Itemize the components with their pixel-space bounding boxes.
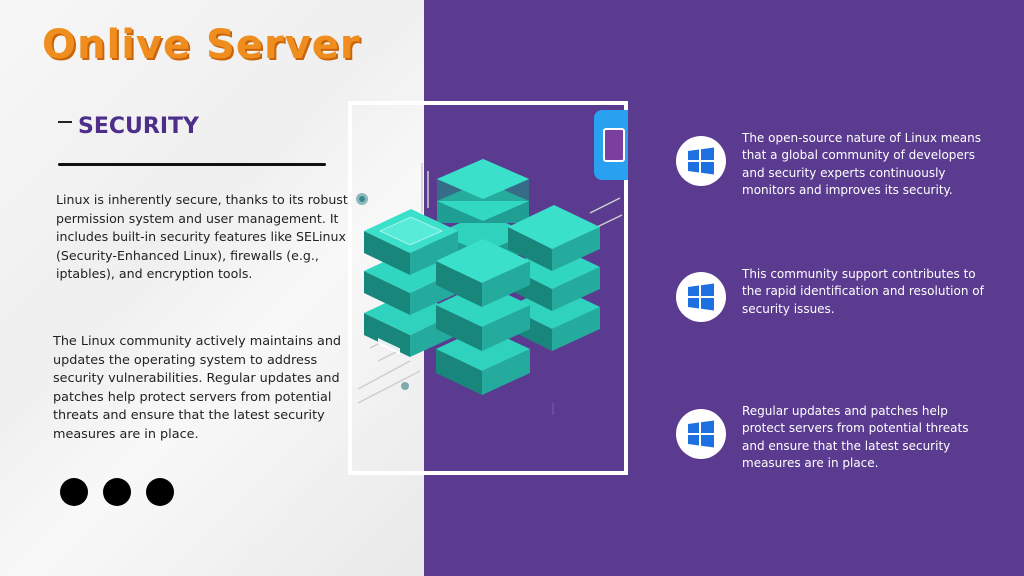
feature-item: This community support contributes to th…: [676, 266, 1006, 322]
feature-text: This community support contributes to th…: [742, 267, 984, 316]
dot-1: [60, 478, 88, 506]
feature-text: The open-source nature of Linux means th…: [742, 131, 982, 198]
server-stack-back: [437, 159, 529, 255]
server-stack-front: [436, 239, 530, 395]
feature-item: Regular updates and patches help protect…: [676, 403, 1006, 473]
server-stack-illustration: [356, 159, 623, 415]
dot-2: [103, 478, 131, 506]
server-stack-right: [508, 205, 600, 351]
section-title: SECURITY: [78, 114, 199, 139]
device-icon: [603, 128, 625, 162]
dot-3: [146, 478, 174, 506]
windows-logo-icon: [676, 409, 726, 459]
community-paragraph: The Linux community actively maintains a…: [53, 334, 342, 442]
brand-logo: Onlive Server: [42, 22, 361, 68]
title-dash-decoration: [58, 120, 72, 123]
section-heading: SECURITY: [58, 114, 199, 139]
illustration-frame: [348, 101, 628, 475]
windows-logo-icon: [676, 272, 726, 322]
server-stack-left: [364, 209, 458, 357]
feature-text: Regular updates and patches help protect…: [742, 404, 969, 471]
intro-paragraph: Linux is inherently secure, thanks to it…: [56, 192, 348, 281]
windows-logo-icon: [676, 136, 726, 186]
decorative-dots: [60, 478, 174, 506]
feature-item: The open-source nature of Linux means th…: [676, 130, 1006, 200]
title-underline: [58, 163, 326, 166]
